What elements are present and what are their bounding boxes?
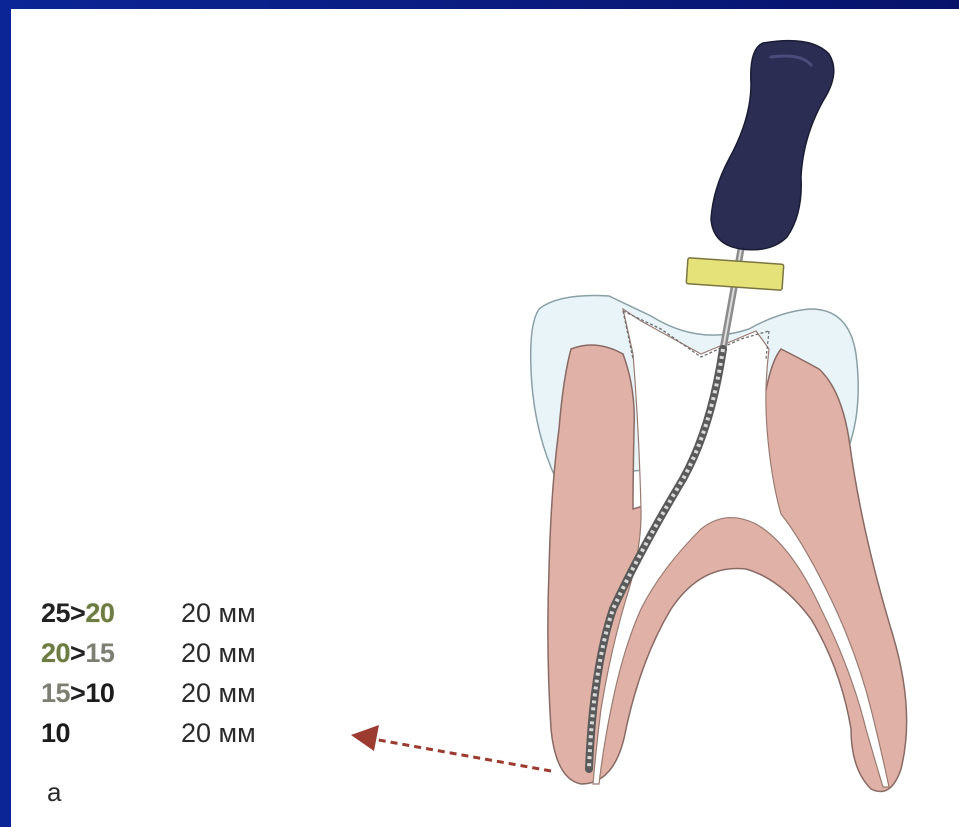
working-length: 20 мм <box>181 593 256 633</box>
working-length: 20 мм <box>181 713 256 753</box>
legend-sizes: 15>10 <box>41 673 181 713</box>
size-from: 15 <box>41 678 70 708</box>
file-sequence-legend: 25>20 20 мм 20>15 20 мм 15>10 20 мм 10 2… <box>41 593 256 753</box>
arrow-icon <box>351 725 379 751</box>
size-from: 25 <box>41 598 70 628</box>
size-to: 20 <box>85 598 114 628</box>
size-sep: > <box>70 638 85 668</box>
arrow-line <box>373 739 551 771</box>
legend-row: 25>20 20 мм <box>41 593 256 633</box>
figure-caption: а <box>47 777 61 808</box>
size-sep: > <box>70 598 85 628</box>
legend-sizes: 20>15 <box>41 633 181 673</box>
endodontic-file-icon <box>711 41 834 250</box>
legend-sizes: 10 <box>41 713 181 753</box>
size-from: 10 <box>41 718 70 748</box>
size-sep: > <box>70 678 85 708</box>
slide-panel: 25>20 20 мм 20>15 20 мм 15>10 20 мм 10 2… <box>11 9 959 827</box>
working-length: 20 мм <box>181 633 256 673</box>
working-length: 20 мм <box>181 673 256 713</box>
legend-row: 10 20 мм <box>41 713 256 753</box>
legend-row: 20>15 20 мм <box>41 633 256 673</box>
file-stopper <box>686 258 784 291</box>
legend-sizes: 25>20 <box>41 593 181 633</box>
size-from: 20 <box>41 638 70 668</box>
legend-row: 15>10 20 мм <box>41 673 256 713</box>
size-to: 10 <box>85 678 114 708</box>
size-to: 15 <box>85 638 114 668</box>
